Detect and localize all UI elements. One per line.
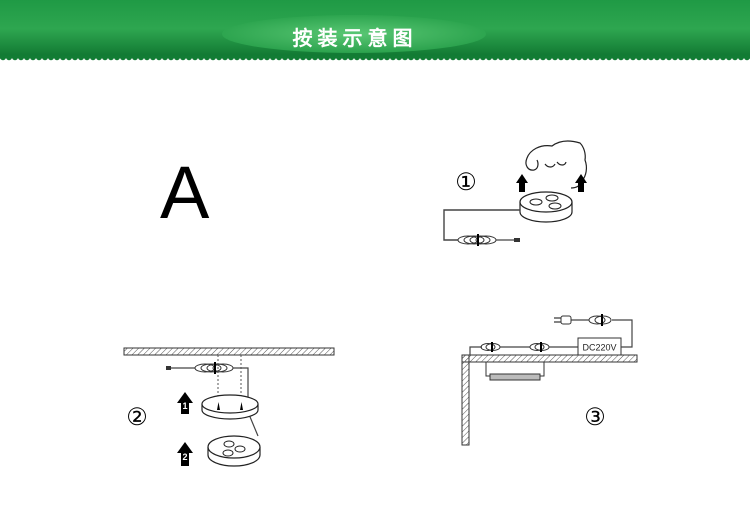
cable-coil-icon — [588, 314, 612, 326]
banner-graphic — [0, 0, 750, 61]
up-arrow-icon — [575, 174, 587, 192]
step-3-number: ③ — [584, 404, 606, 431]
power-driver-box: DC220V — [577, 337, 622, 356]
step-2-number: ② — [126, 404, 148, 431]
power-label: DC220V — [582, 343, 616, 353]
ceiling-surface — [123, 347, 335, 356]
mounting-base-icon — [201, 394, 259, 420]
svg-text:1: 1 — [182, 401, 187, 411]
cable-coil-icon — [194, 362, 234, 374]
cable-coil-icon — [529, 342, 550, 352]
cabinet-side — [461, 354, 470, 446]
power-plug-icon — [554, 315, 572, 325]
hand-icon — [525, 140, 588, 182]
puck-light-icon — [207, 435, 261, 467]
sub-step-1-arrow: 1 — [177, 392, 193, 414]
svg-text:2: 2 — [182, 452, 187, 462]
step-2-group: ② 1 2 — [123, 347, 335, 467]
step-1-number: ① — [455, 169, 477, 196]
cable — [443, 209, 520, 241]
up-arrow-icon — [516, 174, 528, 192]
puck-light-icon — [519, 191, 573, 223]
cable-coil-icon — [480, 342, 501, 352]
step-3-group: ③ DC220V — [461, 314, 638, 446]
cabinet-top — [461, 354, 638, 363]
page-title: 按装示意图 — [292, 26, 418, 50]
cable-coil-icon — [457, 234, 497, 246]
plug-tip-icon — [514, 238, 520, 242]
mounted-light-icon — [485, 361, 545, 381]
section-letter: A — [160, 151, 210, 234]
header-banner — [0, 0, 750, 62]
step-1-group: ① — [443, 140, 588, 246]
sub-step-2-arrow: 2 — [177, 442, 193, 466]
